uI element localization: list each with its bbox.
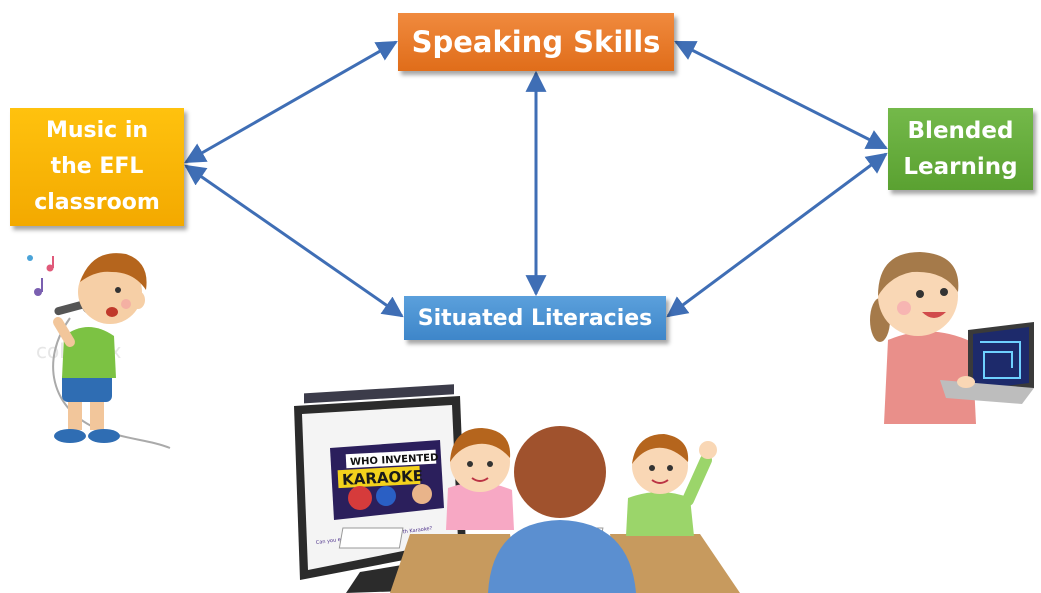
node-music-efl: Music in the EFL classroom: [10, 108, 184, 226]
arrow-music-situated: [184, 164, 404, 318]
music-notes-icon: [27, 255, 54, 296]
node-situated-label: Situated Literacies: [417, 305, 653, 331]
arrow-blended-situated: [666, 152, 888, 318]
node-blended-learning: Blended Learning: [888, 108, 1033, 190]
arrow-speaking-blended: [674, 40, 888, 150]
node-speaking-label: Speaking Skills: [411, 25, 661, 59]
node-music-line-3: classroom: [34, 190, 160, 215]
arrow-speaking-music: [184, 40, 398, 164]
node-music-line-1: Music in: [45, 118, 149, 143]
laptop-icon: [940, 322, 1034, 404]
screen-title-2: KARAOKE: [342, 467, 424, 489]
node-music-line-2: the EFL: [50, 154, 144, 179]
node-situated-literacies: Situated Literacies: [404, 296, 666, 340]
node-speaking-skills: Speaking Skills: [398, 13, 674, 71]
screen-title-1: WHO INVENTED: [350, 452, 439, 468]
node-blended-line-1: Blended: [907, 118, 1014, 144]
node-blended-line-2: Learning: [903, 154, 1018, 180]
